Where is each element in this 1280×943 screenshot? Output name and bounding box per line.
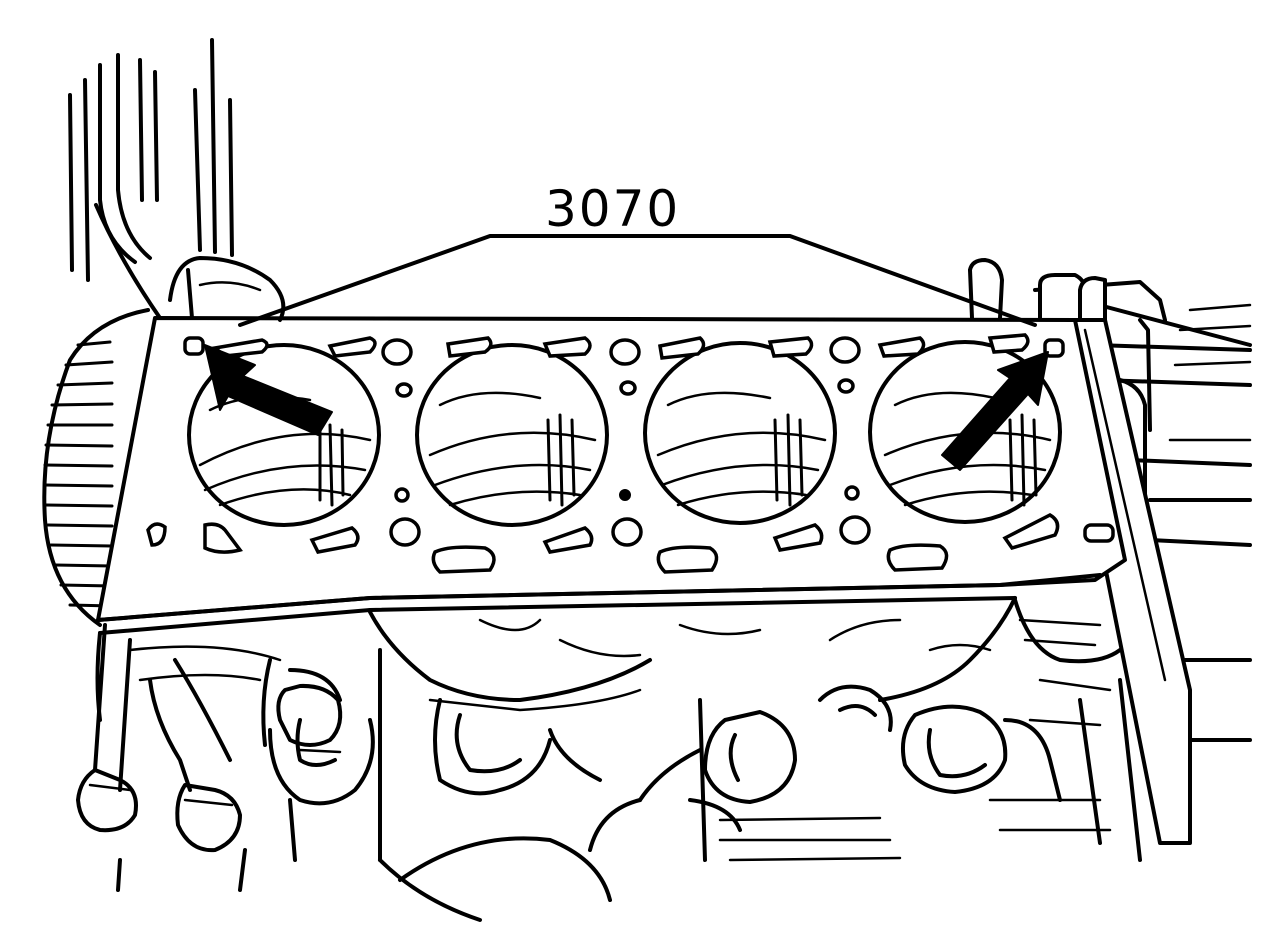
cylinder-bore-3 bbox=[643, 341, 837, 525]
block-lower-bosses bbox=[378, 648, 1142, 922]
left-arrow-icon bbox=[204, 344, 333, 436]
gasket-passages bbox=[146, 256, 1115, 574]
right-arrow-icon bbox=[941, 351, 1049, 471]
callout-leader-line bbox=[238, 234, 1037, 327]
tool-callout: 3070 bbox=[238, 180, 1037, 327]
block-lower-face bbox=[95, 596, 1122, 722]
dowel-arrows bbox=[204, 344, 1049, 471]
timing-pulley bbox=[42, 308, 150, 627]
background-pipes bbox=[68, 38, 234, 320]
callout-label: 3070 bbox=[545, 180, 680, 238]
right-housing bbox=[1033, 273, 1252, 742]
water-outlet-pipes bbox=[76, 623, 375, 892]
cylinder-bore-2 bbox=[415, 343, 609, 527]
